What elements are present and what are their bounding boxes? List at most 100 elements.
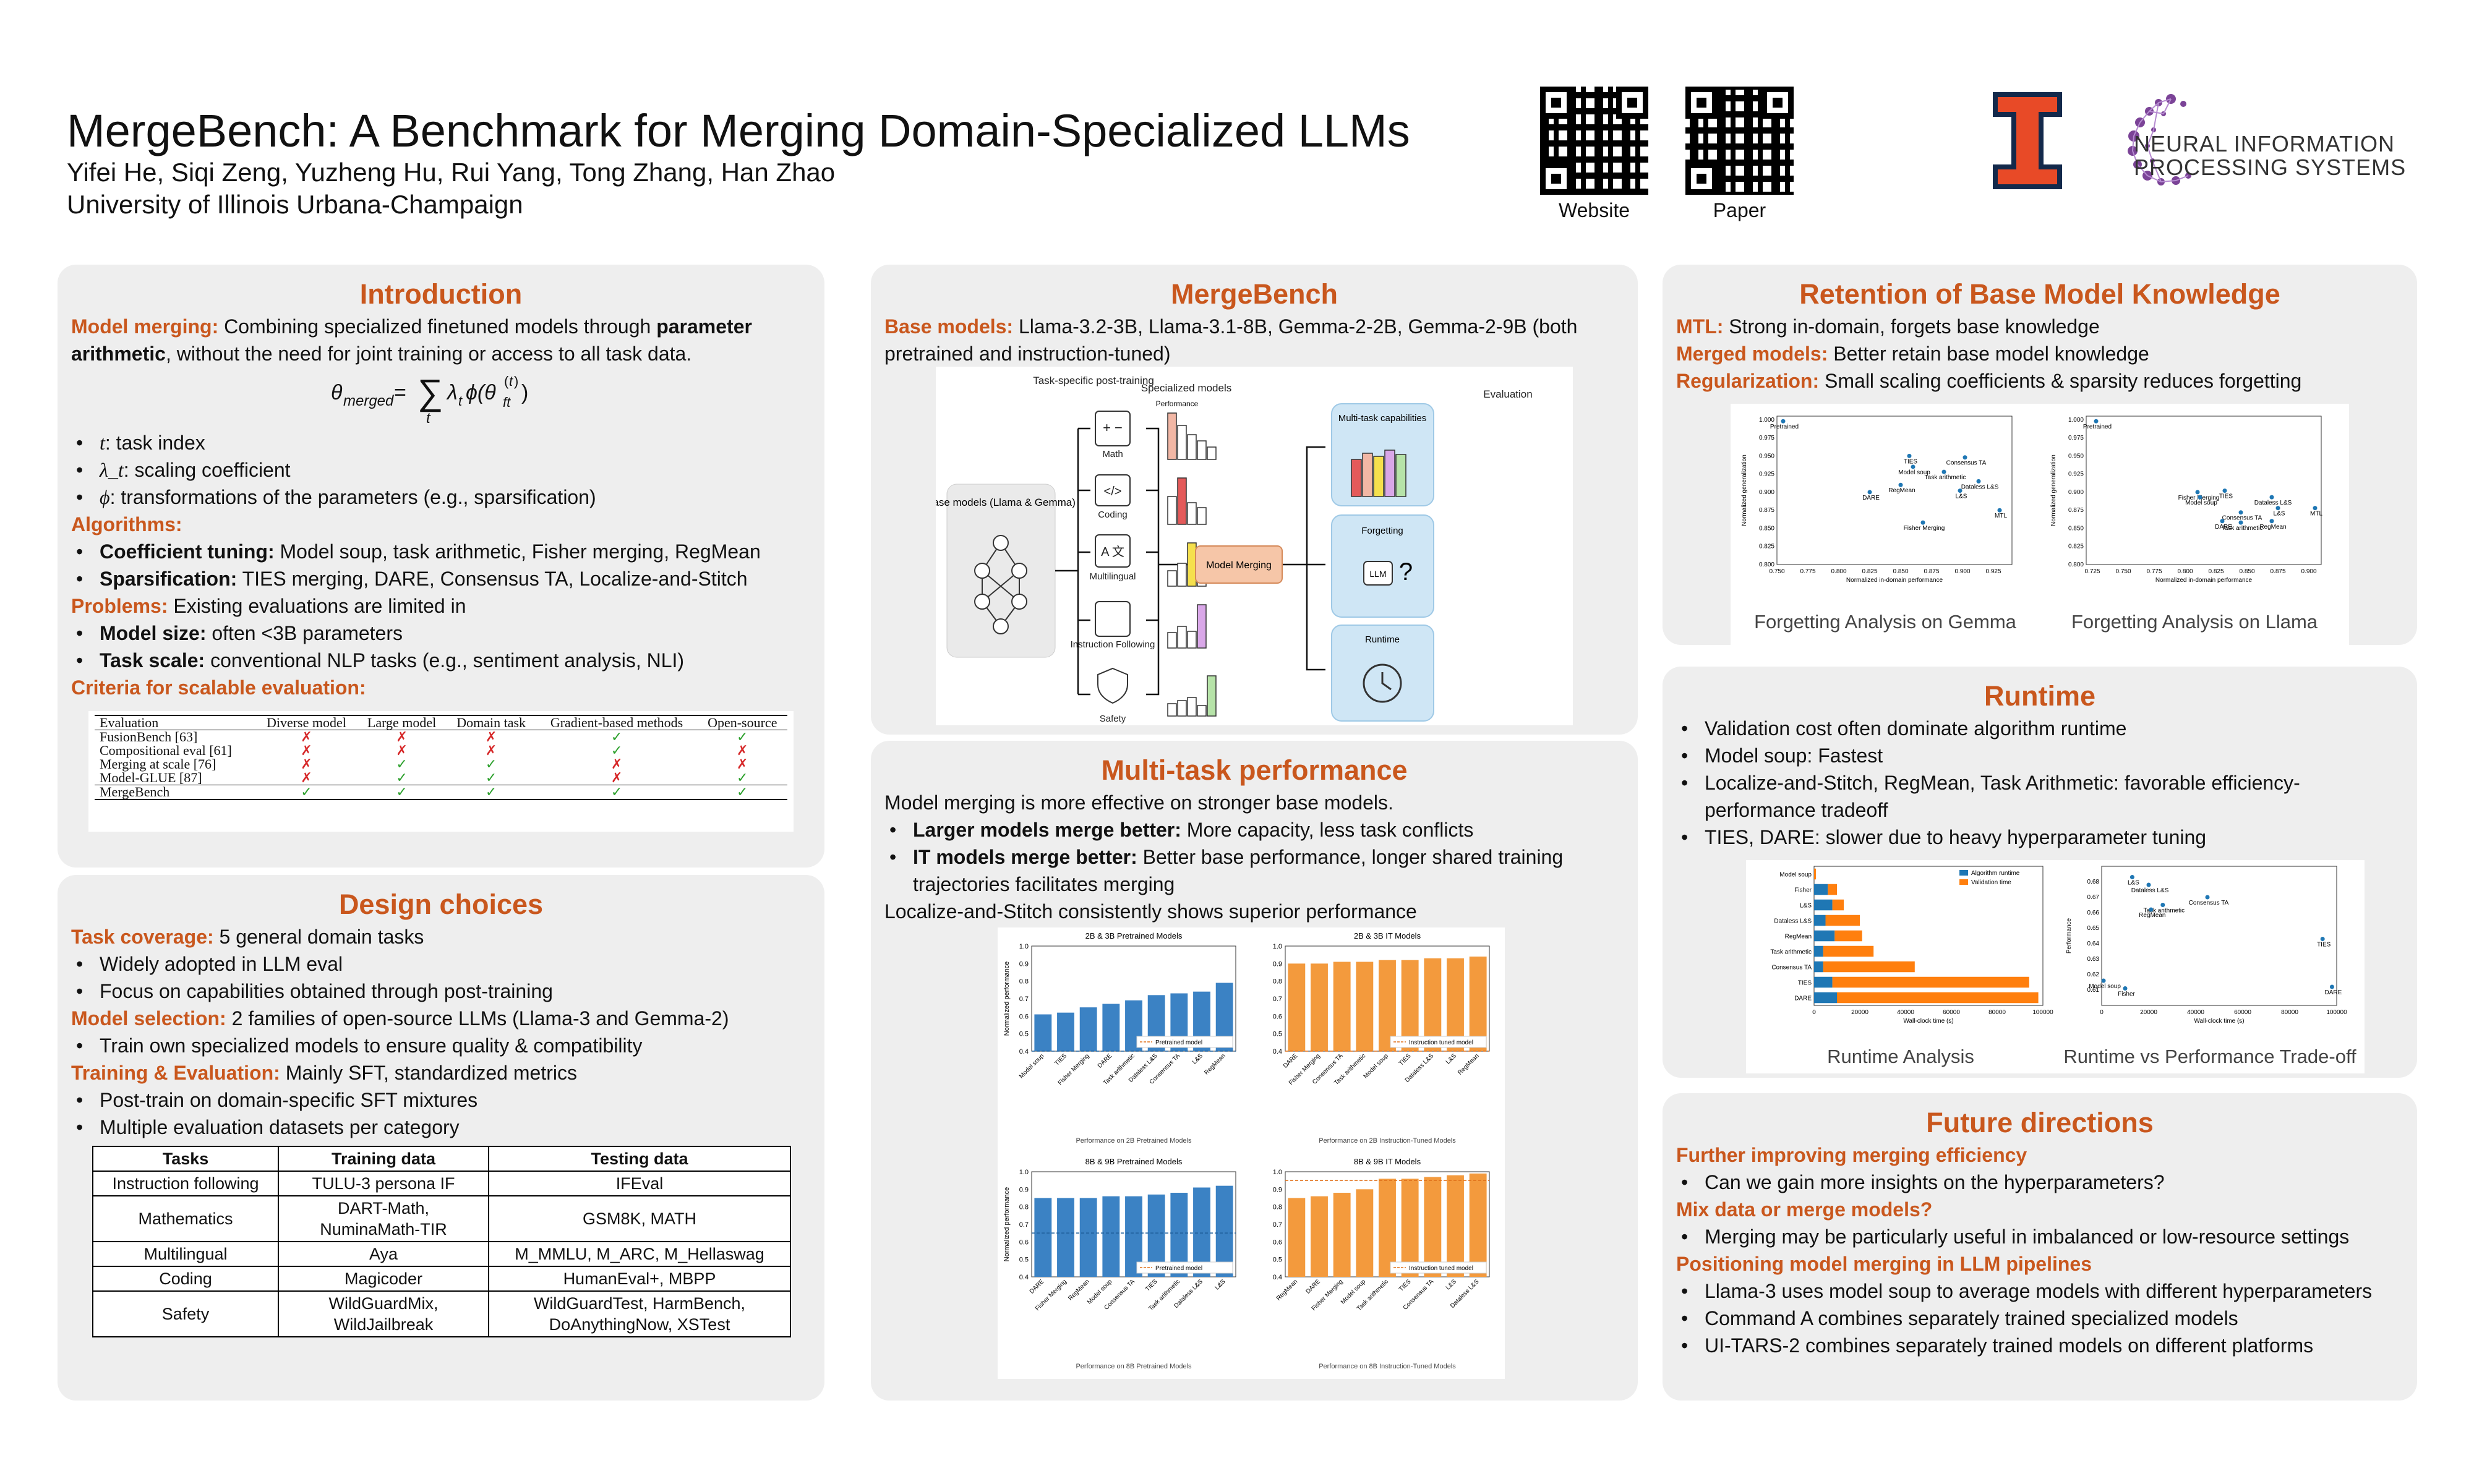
svg-text:Safety: Safety <box>1100 714 1126 724</box>
bar <box>1401 1179 1419 1277</box>
point-label: Dataless L&S <box>2131 887 2169 894</box>
x-tick-label: 0.850 <box>1893 568 1908 575</box>
list-item: Task scale: conventional NLP tasks (e.g.… <box>71 647 811 674</box>
y-tick-label: 0.6 <box>1019 1239 1029 1246</box>
fig-label-evaluation: Evaluation <box>1483 388 1532 400</box>
list-item: Validation cost often dominate algorithm… <box>1676 715 2403 742</box>
list-item: TIES, DARE: slower due to heavy hyperpar… <box>1676 824 2403 851</box>
x-tick-label: 0.900 <box>1954 568 1970 575</box>
plot-frame <box>1776 416 2013 565</box>
table-header: Large model <box>367 715 437 730</box>
future-section-pipelines: Positioning model merging in LLM pipelin… <box>1676 1253 2092 1275</box>
task-coverage-line: Task coverage: 5 general domain tasks <box>71 926 424 948</box>
legend-box <box>1136 1036 1233 1048</box>
svg-text:Coding: Coding <box>1098 510 1128 520</box>
bar-algorithm <box>1814 961 1823 973</box>
base-models-label: Base models (Llama & Gemma) <box>936 497 1076 508</box>
eval-multitask-label: Multi-task capabilities <box>1338 413 1427 424</box>
list-item: Model size: often <3B parameters <box>71 620 811 647</box>
x-tick-label: RegMean <box>1067 1278 1090 1302</box>
future-section-efficiency: Further improving merging efficiency <box>1676 1144 2027 1166</box>
multitask-bars <box>1351 450 1406 497</box>
y-tick-label: 0.975 <box>2068 435 2084 441</box>
eval-runtime-label: Runtime <box>1365 634 1400 645</box>
y-tick-label: 0.9 <box>1019 960 1029 968</box>
y-tick-label: 0.5 <box>1019 1256 1029 1264</box>
regularization-line: Regularization: Small scaling coefficien… <box>1676 370 2302 392</box>
clock-icon <box>1363 663 1402 703</box>
neurips-wordmark-line1: NEURAL INFORMATION <box>2134 131 2395 156</box>
x-tick-label: 0.775 <box>1800 568 1815 575</box>
y-tick-label: 0.825 <box>2068 544 2084 550</box>
mergebench-title: MergeBench <box>1170 278 1338 310</box>
table-header: Training data <box>278 1146 489 1172</box>
scatter-point <box>2146 882 2151 887</box>
svg-text:t: t <box>509 373 513 389</box>
scatter-point <box>2275 506 2280 511</box>
list-item: ϕ: transformations of the parameters (e.… <box>71 484 811 511</box>
svg-text:</>: </> <box>1104 485 1122 498</box>
table-row: FusionBench [63]✗✗✗✓✓ <box>100 729 748 744</box>
poster-title: MergeBench: A Benchmark for Merging Doma… <box>67 105 1410 156</box>
scatter-point <box>2205 895 2210 900</box>
bar-algorithm <box>1814 915 1826 926</box>
perf-chart-0: 2B & 3B Pretrained Models0.40.50.60.70.8… <box>1003 931 1236 1145</box>
svg-text:A 文: A 文 <box>1101 545 1124 559</box>
list-item: Coefficient tuning: Model soup, task ari… <box>71 538 811 565</box>
svg-text:=: = <box>394 381 406 404</box>
x-tick-label: 0.775 <box>2146 568 2162 575</box>
bar <box>1447 1175 1464 1277</box>
multitask-panel: Multi-task performance Model merging is … <box>871 741 1638 1401</box>
question-mark-icon: ? <box>1399 558 1413 586</box>
point-label: L&S <box>2128 880 2139 887</box>
svg-text:+ −: + − <box>1103 420 1123 435</box>
specialized-bar-thumbnails <box>1167 412 1217 717</box>
scatter-point <box>2129 875 2134 879</box>
x-tick-label: 100000 <box>2326 1009 2347 1016</box>
y-tick-label: 0.4 <box>1019 1048 1029 1055</box>
legend-box <box>1390 1261 1487 1274</box>
model-selection-line: Model selection: 2 families of open-sour… <box>71 1007 729 1030</box>
scatter-point <box>1976 479 1981 484</box>
svg-text:(: ( <box>504 373 509 389</box>
list-item: Can we gain more insights on the hyperpa… <box>1676 1169 2403 1196</box>
multitask-intro: Model merging is more effective on stron… <box>884 791 1393 814</box>
multitask-title: Multi-task performance <box>1101 754 1408 786</box>
y-tick-label: 0.900 <box>2068 489 2084 496</box>
point-label: RegMean <box>1888 487 1915 494</box>
y-tick-label: Model soup <box>1779 871 1812 878</box>
x-axis-label: Performance on 2B Instruction-Tuned Mode… <box>1319 1137 1456 1145</box>
paper-qr-code[interactable] <box>1685 87 1794 195</box>
base-models-line: Base models: Llama-3.2-3B, Llama-3.1-8B,… <box>884 315 1578 365</box>
x-tick-label: DARE <box>1282 1052 1299 1070</box>
y-tick-label: 0.925 <box>2068 471 2084 478</box>
x-tick-label: 20000 <box>1851 1009 1868 1016</box>
svg-text:Multilingual: Multilingual <box>1089 571 1136 582</box>
y-tick-label: 1.0 <box>1273 943 1282 950</box>
list-item: Post-train on domain-specific SFT mixtur… <box>71 1086 811 1114</box>
table-row: Compositional eval [61]✗✗✗✓✗ <box>100 743 748 758</box>
y-tick-label: 1.000 <box>1759 417 1774 424</box>
paper-qr-label: Paper <box>1713 199 1766 221</box>
point-label: DARE <box>2325 989 2342 996</box>
list-item: λ_t: scaling coefficient <box>71 456 811 484</box>
algorithms-heading: Algorithms: <box>71 513 182 535</box>
point-label: TIES <box>2219 493 2233 500</box>
point-label: Task arithmetic <box>2222 525 2263 532</box>
point-label: MTL <box>2310 511 2322 518</box>
runtime-tradeoff-caption: Runtime vs Performance Trade-off <box>2063 1046 2356 1067</box>
point-label: Consensus TA <box>1946 460 1987 467</box>
x-tick-label: TIES <box>1053 1052 1068 1067</box>
bar-algorithm <box>1814 945 1823 957</box>
y-tick-label: 0.9 <box>1019 1186 1029 1193</box>
website-qr-code[interactable] <box>1540 87 1648 195</box>
y-tick-label: 0.67 <box>2087 894 2100 901</box>
x-axis-label: Performance on 8B Pretrained Models <box>1076 1363 1192 1370</box>
bar <box>1057 1198 1074 1277</box>
